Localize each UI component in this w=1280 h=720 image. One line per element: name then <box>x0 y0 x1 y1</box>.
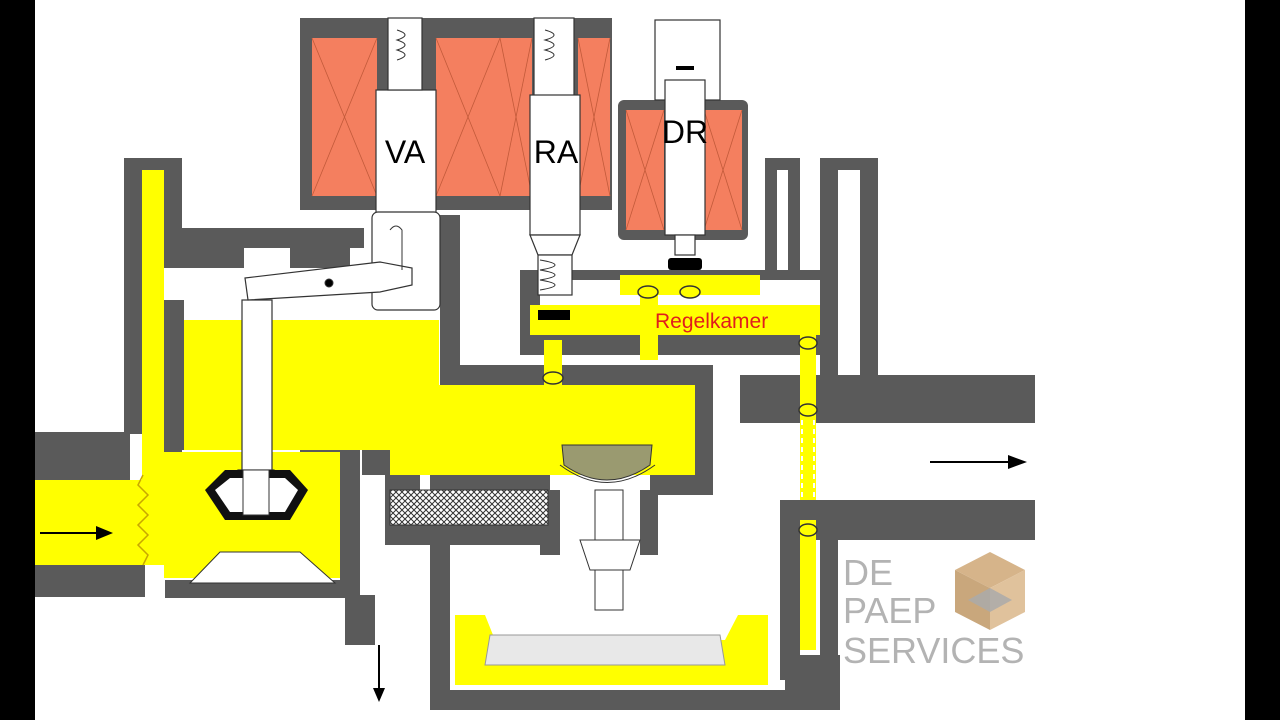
mesh-filter <box>389 489 549 526</box>
logo-line-2: PAEP <box>843 590 937 631</box>
outlet-arrow <box>930 455 1027 469</box>
vent-arrow <box>373 645 385 702</box>
label-dr: DR <box>662 114 708 150</box>
dr-plunger <box>654 19 721 256</box>
logo-cube-icon <box>955 552 1025 630</box>
va-spring <box>324 29 406 288</box>
ra-seat <box>538 310 570 320</box>
label-ra: RA <box>534 134 579 170</box>
inlet-arrow <box>40 526 113 540</box>
dashed-channels <box>801 420 815 500</box>
diagram-stage: VA RA DR Regelkamer DE PAEP SERVICES <box>35 0 1245 720</box>
label-va: VA <box>385 134 426 170</box>
main-valve <box>484 444 726 666</box>
ra-spring <box>539 29 556 291</box>
gas-ports <box>542 285 818 537</box>
logo-line-3: SERVICES <box>843 630 1025 671</box>
va-disc <box>188 469 337 584</box>
label-regelkamer: Regelkamer <box>655 310 768 333</box>
logo-line-1: DE <box>843 552 894 593</box>
valve-diagram: VA RA DR Regelkamer <box>35 17 1035 710</box>
dr-seat <box>668 258 702 270</box>
inlet-filter <box>136 474 150 566</box>
ra-plunger <box>529 17 581 296</box>
